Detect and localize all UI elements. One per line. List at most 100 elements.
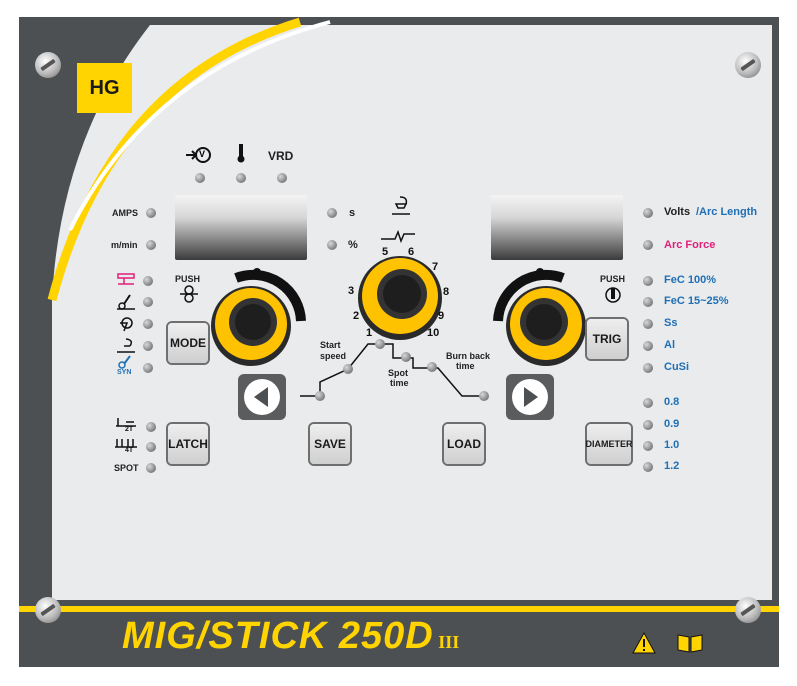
screw-bottom-left (35, 597, 61, 623)
timing-dot-3 (375, 339, 385, 349)
screw-bottom-right (735, 597, 761, 623)
mig-icon (116, 294, 136, 315)
push-label-left: PUSH (175, 274, 201, 284)
model-name: MIG/STICK 250D III (122, 615, 459, 658)
led-material-cusi (643, 363, 653, 373)
diameter-button-label: DIAMETER (586, 424, 633, 464)
latch-button-label: LATCH (168, 424, 208, 464)
timing-dot-6 (479, 391, 489, 401)
led-2t (146, 422, 156, 432)
led-mode-mig (143, 297, 153, 307)
syn-label: SYN (117, 369, 132, 376)
timing-dot-1 (315, 391, 325, 401)
volts-label: Volts (664, 206, 691, 218)
led-material-fec100 (643, 276, 653, 286)
spot-time-label-line1: Spot (388, 368, 408, 378)
led-diameter-10 (643, 441, 653, 451)
diameter-button[interactable]: DIAMETER (585, 422, 633, 466)
led-overheat (236, 173, 246, 183)
screw-top-left (35, 52, 61, 78)
led-diameter-09 (643, 420, 653, 430)
led-percent (327, 240, 337, 250)
manual-icon (676, 632, 704, 659)
arrow-right-icon (512, 379, 548, 415)
seconds-label: s (349, 207, 356, 219)
brand-logo: HG (77, 63, 132, 113)
save-button[interactable]: SAVE (308, 422, 352, 466)
four-t-icon (114, 436, 138, 454)
led-vrd (277, 173, 287, 183)
dial-number-1: 1 (366, 327, 373, 339)
led-voltage (195, 173, 205, 183)
mode-button[interactable]: MODE (166, 321, 210, 365)
trig-button-label: TRIG (587, 319, 627, 359)
led-seconds (327, 208, 337, 218)
load-button-label: LOAD (444, 424, 484, 464)
warning-icon (632, 631, 656, 659)
timing-dot-5 (427, 362, 437, 372)
mode-button-label: MODE (168, 323, 208, 363)
synergic-icon (116, 355, 136, 374)
led-mode-tig (143, 341, 153, 351)
gas-cylinder-icon (604, 285, 622, 308)
led-volts (643, 208, 653, 218)
right-knob[interactable] (488, 266, 598, 376)
led-mode-mma (143, 276, 153, 286)
latch-button[interactable]: LATCH (166, 422, 210, 466)
mma-icon (116, 272, 136, 291)
two-t-label: 2T (125, 426, 134, 433)
arrow-left-icon (244, 379, 280, 415)
voltage-icon-label: V (199, 149, 206, 159)
material-cusi: CuSi (664, 361, 690, 373)
voltage-icon: V (186, 146, 212, 164)
amps-label: AMPS (112, 208, 139, 218)
brand-logo-text: HG (89, 76, 120, 99)
led-diameter-08 (643, 398, 653, 408)
push-label-right: PUSH (600, 274, 626, 284)
percent-label: % (348, 239, 358, 251)
burn-back-label-line1: Burn back (446, 351, 491, 361)
torch-icon (390, 195, 412, 220)
material-fec100: FeC 100% (664, 274, 716, 286)
diameter-09: 0.9 (664, 418, 680, 430)
burn-back-label-line2: time (456, 361, 475, 371)
model-name-text: MIG/STICK 250D (122, 615, 434, 657)
diameter-10: 1.0 (664, 439, 680, 451)
diameter-12: 1.2 (664, 460, 680, 472)
dial-number-5: 5 (382, 246, 389, 258)
dial-number-6: 6 (408, 246, 415, 258)
trig-button[interactable]: TRIG (585, 317, 629, 361)
left-knob[interactable] (201, 266, 311, 376)
two-t-icon (114, 415, 138, 433)
led-4t (146, 442, 156, 452)
arc-force-label: Arc Force (664, 239, 716, 251)
arc-force-icon (381, 229, 415, 248)
center-knob[interactable] (350, 248, 450, 348)
material-fec15: FeC 15~25% (664, 295, 729, 307)
led-arc-force (643, 240, 653, 250)
left-display (175, 195, 307, 260)
left-arrow-button[interactable] (238, 374, 286, 420)
timing-dot-2 (343, 364, 353, 374)
speed-label: m/min (111, 240, 138, 250)
led-amps (146, 208, 156, 218)
led-spot (146, 463, 156, 473)
material-al: Al (664, 339, 675, 351)
timing-dot-4 (401, 352, 411, 362)
right-arrow-button[interactable] (506, 374, 554, 420)
led-material-al (643, 341, 653, 351)
diameter-08: 0.8 (664, 396, 680, 408)
dial-number-2: 2 (353, 310, 360, 322)
material-ss: Ss (664, 317, 678, 329)
spool-gun-icon (116, 316, 136, 337)
spot-time-label-line2: time (390, 378, 409, 388)
led-diameter-12 (643, 462, 653, 472)
spot-label: SPOT (114, 463, 139, 473)
dial-number-10: 10 (427, 327, 440, 339)
right-display (491, 195, 623, 260)
load-button[interactable]: LOAD (442, 422, 486, 466)
four-t-label: 4T (125, 447, 134, 454)
led-material-fec15 (643, 297, 653, 307)
save-button-label: SAVE (310, 424, 350, 464)
